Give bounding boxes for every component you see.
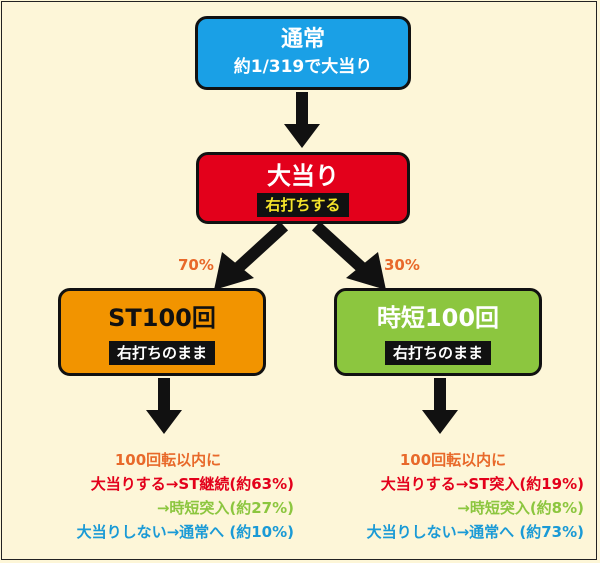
jitan-badge: 右打ちのまま [384, 341, 491, 365]
jitan-results-header: 100回転以内に [399, 451, 507, 469]
jitan-results-miss: 大当りしない→通常へ (約73%) [366, 523, 584, 541]
jitan-box: 時短100回 右打ちのまま [334, 288, 542, 376]
normal-state-box: 通常 約1/319で大当り [195, 16, 411, 90]
jitan-results: 100回転以内に 大当りする→ST突入(約19%) →時短突入(約8%) 大当り… [302, 448, 584, 544]
st-title: ST100回 [108, 304, 216, 332]
st-results-header: 100回転以内に [114, 451, 222, 469]
branch-percent-st: 70% [178, 256, 214, 274]
st-results-miss: 大当りしない→通常へ (約10%) [76, 523, 294, 541]
arrow-st-down [146, 378, 182, 434]
jitan-title: 時短100回 [376, 304, 500, 332]
normal-state-subtitle: 約1/319で大当り [233, 57, 373, 77]
arrow-jackpot-to-jitan [311, 222, 386, 290]
arrow-jackpot-to-st [214, 222, 289, 290]
st-results-jitan: →時短突入(約27%) [156, 499, 294, 517]
st-badge: 右打ちのまま [108, 341, 215, 365]
arrow-normal-to-jackpot [284, 92, 320, 148]
st-box: ST100回 右打ちのまま [58, 288, 266, 376]
jitan-results-jitan: →時短突入(約8%) [457, 499, 584, 517]
jackpot-box: 大当り 右打ちする [196, 152, 410, 224]
st-results-hit: 大当りする→ST継続(約63%) [90, 475, 294, 493]
branch-percent-jitan: 30% [384, 256, 420, 274]
normal-state-title: 通常 [280, 27, 325, 52]
jackpot-title: 大当り [267, 162, 339, 190]
jitan-results-hit: 大当りする→ST突入(約19%) [380, 475, 584, 493]
arrow-jitan-down [422, 378, 458, 434]
st-results: 100回転以内に 大当りする→ST継続(約63%) →時短突入(約27%) 大当… [22, 448, 294, 544]
jackpot-badge: 右打ちする [257, 193, 349, 217]
